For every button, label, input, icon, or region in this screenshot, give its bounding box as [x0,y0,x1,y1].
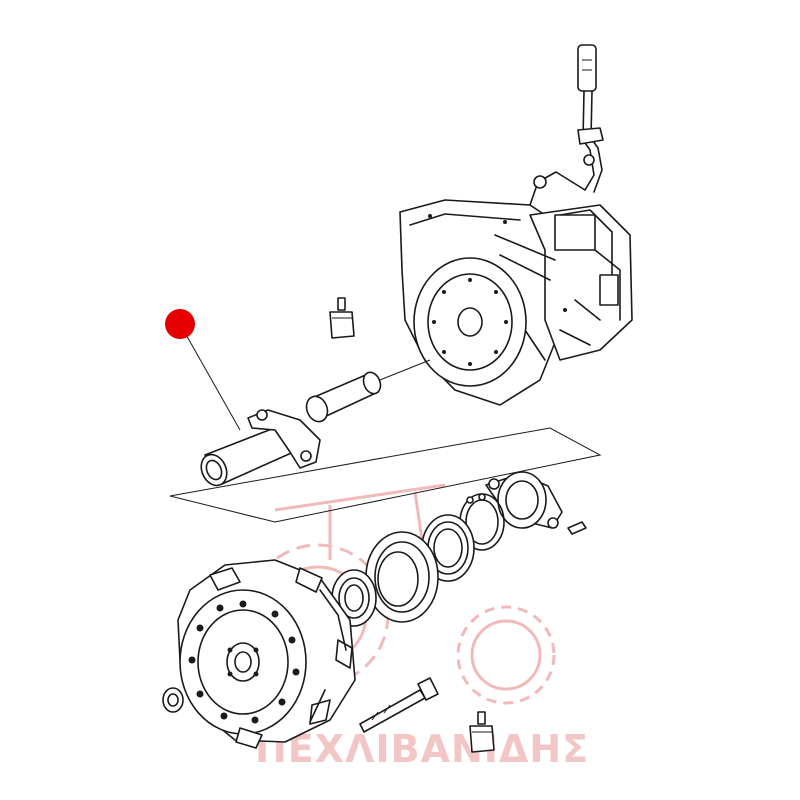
watermark-logo: ΠΕΧΛΙΒΑΝΙΔΗΣ [246,483,589,771]
callout[interactable] [165,309,241,431]
shaft-axis-line [374,359,431,383]
callout-leader-line [179,323,241,431]
release-bearing-carrier[interactable] [485,471,563,529]
bolt[interactable] [359,677,439,733]
snap-ring[interactable] [459,493,505,551]
transmission-housing[interactable] [399,199,633,406]
gear-lever[interactable] [479,44,604,229]
pilot-bearing[interactable] [162,687,184,713]
watermark-gear-right-icon [456,605,556,705]
bearing-race[interactable] [365,531,439,623]
assembly-group-bracket [169,427,602,523]
shaft-tube[interactable] [303,370,384,425]
grease-fitting-bottom[interactable] [469,711,495,753]
callout-marker[interactable] [165,309,195,339]
pin[interactable] [567,521,587,535]
watermark-text: ΠΕΧΛΙΒΑΝΙΔΗΣ [255,727,589,771]
grease-fitting-top[interactable] [329,297,355,339]
clutch-pressure-plate[interactable] [177,559,356,749]
guide-sleeve[interactable] [197,409,321,489]
